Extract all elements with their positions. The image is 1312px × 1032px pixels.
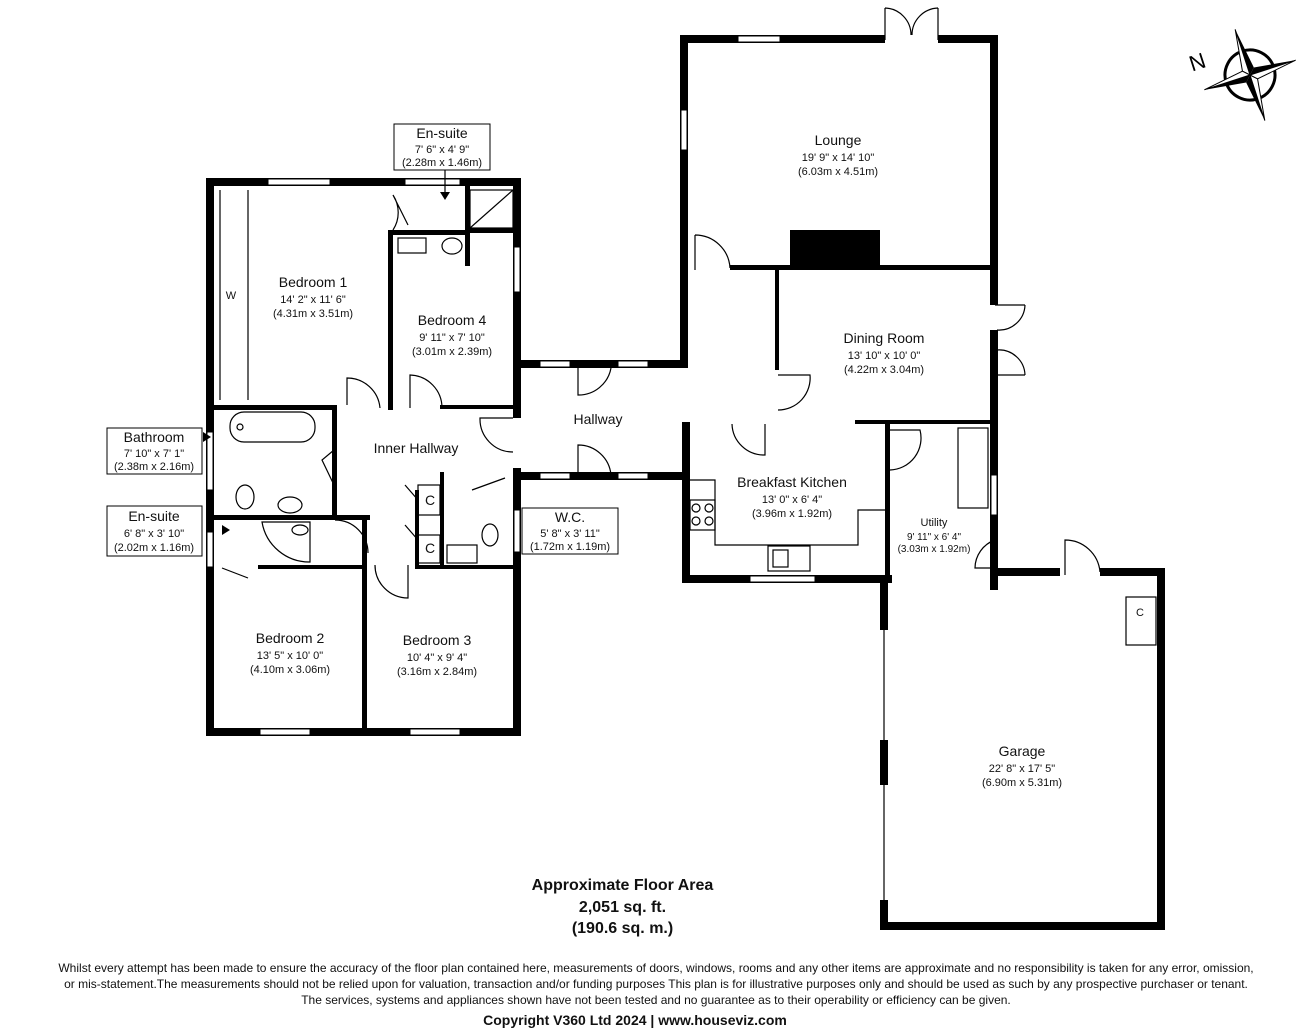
room-dimensions-metric: (2.38m x 2.16m): [114, 461, 194, 473]
room-dimensions-imperial: 5' 8" x 3' 11": [540, 528, 600, 540]
room-garage: Garage 22' 8" x 17' 5" (6.90m x 5.31m): [982, 743, 1062, 789]
room-name: Bedroom 1: [279, 274, 348, 290]
room-name: Bedroom 2: [256, 630, 325, 646]
floor-area-title: Approximate Floor Area: [531, 877, 714, 894]
disclaimer-line: Whilst every attempt has been made to en…: [58, 961, 1254, 975]
room-dining: Dining Room 13' 10" x 10' 0" (4.22m x 3.…: [844, 330, 925, 376]
room-dimensions-metric: (4.10m x 3.06m): [250, 664, 330, 676]
room-name: Breakfast Kitchen: [737, 474, 847, 490]
ensuite1-label-box: [393, 123, 491, 171]
cupboard-mark: C: [1136, 607, 1144, 619]
room-name: Dining Room: [844, 330, 925, 346]
floor-area-sqft: 2,051 sq. ft.: [578, 899, 667, 916]
room-dimensions-metric: (1.72m x 1.19m): [530, 541, 610, 553]
room-name: Garage: [999, 743, 1046, 759]
room-name: W.C.: [555, 509, 585, 525]
room-bedroom1: Bedroom 1 14' 2" x 11' 6" (4.31m x 3.51m…: [273, 274, 353, 320]
room-inner-hallway: Inner Hallway: [374, 440, 459, 456]
room-name: Bathroom: [124, 429, 185, 445]
room-dimensions-imperial: 7' 10" x 7' 1": [124, 448, 184, 460]
room-name: Lounge: [815, 132, 862, 148]
room-dimensions-imperial: 9' 11" x 7' 10": [419, 332, 485, 344]
walls: [206, 35, 1165, 930]
windows: [206, 35, 998, 736]
room-name: Bedroom 3: [403, 632, 472, 648]
room-name: Bedroom 4: [418, 312, 487, 328]
room-dimensions-metric: (3.96m x 1.92m): [752, 508, 832, 520]
doors: [221, 7, 1101, 900]
disclaimer-line: or mis-statement.The measurements should…: [64, 977, 1248, 991]
room-utility: Utility 9' 11" x 6' 4" (3.03m x 1.92m): [898, 517, 971, 555]
cupboard-mark: C: [425, 540, 435, 556]
room-dimensions-metric: (4.31m x 3.51m): [273, 308, 353, 320]
compass-north-label: N: [1186, 48, 1209, 77]
room-dimensions-metric: (3.16m x 2.84m): [397, 666, 477, 678]
room-dimensions-imperial: 9' 11" x 6' 4": [907, 532, 962, 543]
room-dimensions-imperial: 13' 0" x 6' 4": [762, 494, 822, 506]
room-name: Utility: [921, 517, 948, 529]
room-kitchen: Breakfast Kitchen 13' 0" x 6' 4" (3.96m …: [737, 474, 847, 520]
bathroom-label-box: [106, 427, 203, 475]
ensuite2-label-box: [106, 505, 203, 557]
cupboard-mark: C: [425, 492, 435, 508]
copyright: Copyright V360 Ltd 2024 | www.houseviz.c…: [483, 1012, 787, 1028]
room-bedroom2: Bedroom 2 13' 5" x 10' 0" (4.10m x 3.06m…: [250, 630, 330, 676]
disclaimer: Whilst every attempt has been made to en…: [0, 960, 1312, 1008]
room-dimensions-metric: (3.03m x 1.92m): [898, 544, 971, 555]
compass-rose-icon: [1204, 29, 1296, 121]
room-ensuite2: En-suite 6' 8" x 3' 10" (2.02m x 1.16m): [114, 508, 194, 554]
room-dimensions-imperial: 13' 5" x 10' 0": [257, 650, 324, 662]
room-dimensions-metric: (4.22m x 3.04m): [844, 364, 924, 376]
room-dimensions-metric: (2.02m x 1.16m): [114, 542, 194, 554]
floor-plan: N Lounge 19' 9" x 14' 10" (6.03m x 4.51m…: [106, 7, 1296, 930]
wardrobe-mark: W: [226, 290, 237, 302]
room-name: En-suite: [128, 508, 180, 524]
wc-label-box: [521, 507, 619, 555]
fixtures: [219, 189, 1157, 646]
room-dimensions-imperial: 14' 2" x 11' 6": [280, 294, 346, 306]
room-dimensions-metric: (6.90m x 5.31m): [982, 777, 1062, 789]
room-dimensions-imperial: 10' 4" x 9' 4": [407, 652, 467, 664]
room-wc: W.C. 5' 8" x 3' 11" (1.72m x 1.19m): [530, 509, 610, 553]
room-ensuite1: En-suite 7' 6" x 4' 9" (2.28m x 1.46m): [402, 125, 482, 169]
room-dimensions-metric: (3.01m x 2.39m): [412, 346, 492, 358]
room-hallway: Hallway: [573, 411, 622, 427]
room-dimensions-metric: (2.28m x 1.46m): [402, 157, 482, 169]
room-dimensions-imperial: 13' 10" x 10' 0": [848, 350, 921, 362]
room-dimensions-imperial: 7' 6" x 4' 9": [415, 144, 469, 156]
room-dimensions-imperial: 22' 8" x 17' 5": [989, 763, 1056, 775]
room-lounge: Lounge 19' 9" x 14' 10" (6.03m x 4.51m): [798, 132, 878, 178]
room-dimensions-imperial: 19' 9" x 14' 10": [802, 152, 875, 164]
room-bathroom: Bathroom 7' 10" x 7' 1" (2.38m x 2.16m): [114, 429, 194, 473]
room-dimensions-imperial: 6' 8" x 3' 10": [124, 528, 184, 540]
room-bedroom3: Bedroom 3 10' 4" x 9' 4" (3.16m x 2.84m): [397, 632, 477, 678]
room-bedroom4: Bedroom 4 9' 11" x 7' 10" (3.01m x 2.39m…: [412, 312, 492, 358]
disclaimer-line: The services, systems and appliances sho…: [301, 993, 1011, 1007]
room-name: En-suite: [416, 125, 468, 141]
room-dimensions-metric: (6.03m x 4.51m): [798, 166, 878, 178]
floor-area-sqm: (190.6 sq. m.): [571, 920, 674, 937]
